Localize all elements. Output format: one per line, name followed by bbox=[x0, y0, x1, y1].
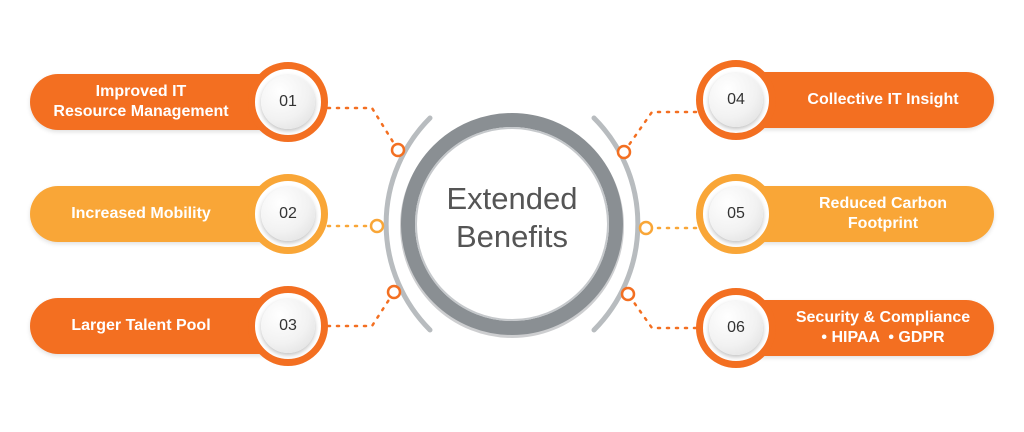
benefit-03-pill: Larger Talent Pool bbox=[30, 298, 288, 354]
benefit-01-number: 01 bbox=[261, 75, 315, 129]
benefit-01-line2: Resource Management bbox=[53, 103, 229, 120]
benefit-03-label: Larger Talent Pool bbox=[71, 317, 211, 334]
center-ring bbox=[401, 113, 623, 335]
benefit-04-badge: 04 bbox=[696, 60, 776, 140]
center-ring-inner-edge bbox=[415, 127, 609, 321]
node-04 bbox=[616, 144, 632, 160]
connector-01 bbox=[326, 106, 400, 152]
benefit-06-badge: 06 bbox=[696, 288, 776, 368]
node-06 bbox=[620, 286, 636, 302]
benefit-06-line2: • HIPAA • GDPR bbox=[821, 329, 945, 346]
benefit-06-line1: Security & Compliance bbox=[795, 309, 971, 326]
benefit-05-line2: Footprint bbox=[847, 215, 919, 232]
node-05 bbox=[638, 220, 654, 236]
benefit-06-number: 06 bbox=[709, 301, 763, 355]
benefit-06-pill: Security & Compliance • HIPAA • GDPR bbox=[736, 300, 994, 356]
benefit-03-badge: 03 bbox=[248, 286, 328, 366]
benefit-04-label: Collective IT Insight bbox=[807, 91, 959, 108]
node-02 bbox=[369, 218, 385, 234]
left-outer-arc bbox=[383, 115, 433, 333]
benefit-04-pill: Collective IT Insight bbox=[736, 72, 994, 128]
benefit-01-line1: Improved IT bbox=[95, 83, 187, 100]
connector-03 bbox=[326, 290, 396, 328]
benefit-02-number: 02 bbox=[261, 187, 315, 241]
benefit-05-line1: Reduced Carbon bbox=[818, 195, 947, 212]
benefit-02-pill: Increased Mobility bbox=[30, 186, 288, 242]
benefit-05-badge: 05 bbox=[696, 174, 776, 254]
center-title: Extended Benefits bbox=[412, 180, 612, 256]
benefit-05-pill: Reduced Carbon Footprint bbox=[736, 186, 994, 242]
center-title-line1: Extended bbox=[446, 181, 578, 216]
right-outer-arc bbox=[591, 115, 641, 333]
connector-06 bbox=[626, 292, 698, 330]
benefit-01-badge: 01 bbox=[248, 62, 328, 142]
benefit-04-number: 04 bbox=[709, 73, 763, 127]
connector-04 bbox=[622, 110, 698, 154]
benefit-02-badge: 02 bbox=[248, 174, 328, 254]
benefit-01-pill: Improved IT Resource Management bbox=[30, 74, 288, 130]
benefit-02-label: Increased Mobility bbox=[71, 205, 211, 222]
benefit-03-number: 03 bbox=[261, 299, 315, 353]
benefit-05-number: 05 bbox=[709, 187, 763, 241]
node-03 bbox=[386, 284, 402, 300]
center-title-line2: Benefits bbox=[455, 219, 568, 254]
node-01 bbox=[390, 142, 406, 158]
